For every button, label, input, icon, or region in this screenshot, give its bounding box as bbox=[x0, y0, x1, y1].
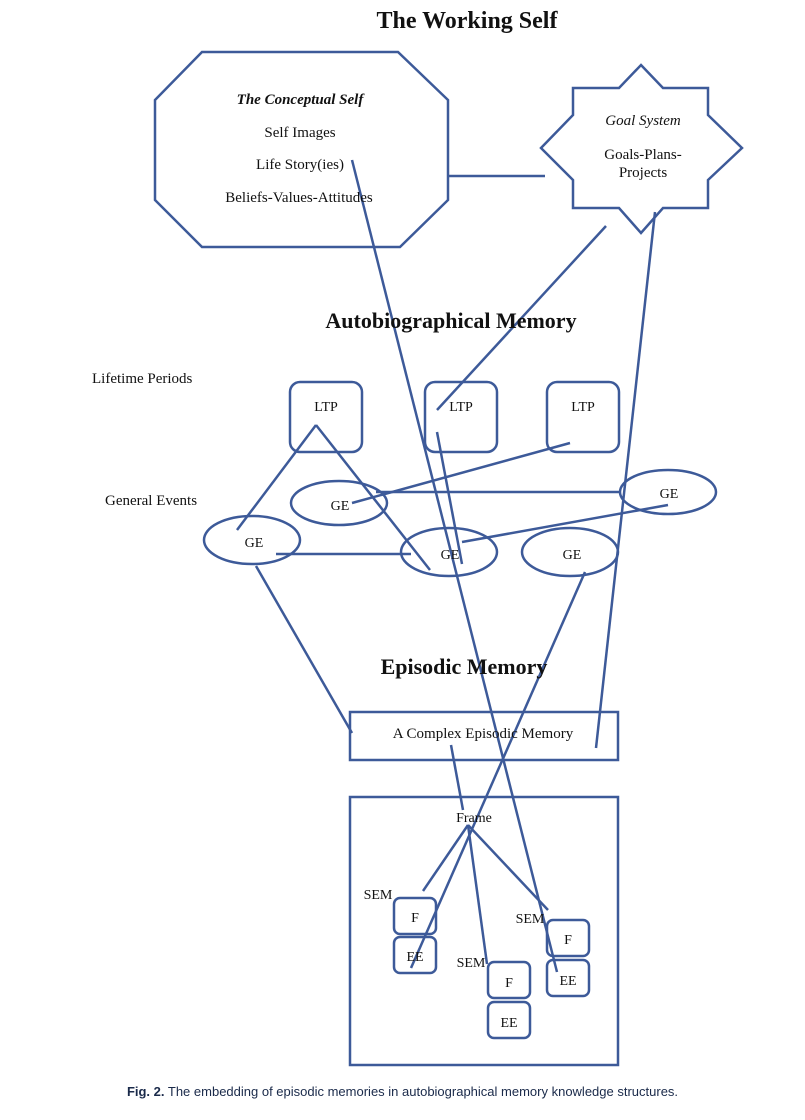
f-box-2 bbox=[545, 918, 591, 958]
link-frame-f2 bbox=[467, 824, 549, 911]
conceptual-self-line-3: Beliefs-Values-Attitudes bbox=[225, 190, 373, 206]
sem-label-2: SEM bbox=[516, 912, 545, 927]
conceptual-self-octagon bbox=[153, 50, 450, 249]
conceptual-self-title: The Conceptual Self bbox=[237, 92, 366, 108]
side-label-lifetime-periods: Lifetime Periods bbox=[92, 371, 193, 387]
goal-system-star bbox=[539, 63, 744, 235]
ee-box-2 bbox=[545, 958, 591, 998]
link-ge2-ge4 bbox=[461, 503, 669, 544]
ltp-label-1: LTP bbox=[314, 400, 338, 415]
ltp-label-2: LTP bbox=[449, 400, 473, 415]
ee-box-1 bbox=[392, 935, 438, 975]
goal-system-line-1: Goals-Plans- bbox=[604, 147, 682, 163]
link-frame-f3 bbox=[466, 824, 489, 965]
frame-label: Frame bbox=[456, 811, 492, 826]
ge-ellipse-4 bbox=[399, 526, 499, 578]
link-frame-f1 bbox=[421, 824, 470, 892]
figure-caption-text: The embedding of episodic memories in au… bbox=[167, 1084, 679, 1099]
conceptual-self-line-1: Self Images bbox=[264, 125, 335, 141]
ltp-box-1 bbox=[288, 380, 364, 454]
complex-memory-label: A Complex Episodic Memory bbox=[393, 726, 574, 742]
f-label-1: F bbox=[411, 911, 419, 926]
figure-label: Fig. 2. bbox=[126, 1084, 165, 1099]
ge-ellipse-3 bbox=[202, 514, 302, 566]
figure-caption: Fig. 2. The embedding of episodic memori… bbox=[0, 1084, 805, 1099]
ee-label-1: EE bbox=[406, 950, 423, 965]
ltp-box-3 bbox=[545, 380, 621, 454]
frame-box bbox=[348, 795, 620, 1067]
side-label-general-events: General Events bbox=[105, 493, 197, 509]
ltp-label-3: LTP bbox=[571, 400, 595, 415]
link-goal-complex bbox=[594, 211, 657, 749]
link-ge5-ee1 bbox=[409, 571, 587, 969]
ge-label-1: GE bbox=[331, 499, 350, 514]
f-label-3: F bbox=[505, 976, 513, 991]
ee-label-3: EE bbox=[500, 1016, 517, 1031]
sem-label-1: SEM bbox=[364, 888, 393, 903]
goal-system-line-2: Projects bbox=[619, 165, 667, 181]
heading-autobiographical: Autobiographical Memory bbox=[325, 308, 576, 333]
heading-episodic: Episodic Memory bbox=[381, 654, 548, 679]
goal-system-title: Goal System bbox=[605, 113, 681, 129]
ltp-box-2 bbox=[423, 380, 499, 454]
link-complex-frame bbox=[449, 744, 465, 811]
f-label-2: F bbox=[564, 933, 572, 948]
memory-diagram: The Working Self Autobiographical Memory… bbox=[92, 8, 744, 1067]
ge-label-3: GE bbox=[245, 536, 264, 551]
ge-label-5: GE bbox=[563, 548, 582, 563]
complex-memory-box bbox=[348, 710, 620, 762]
f-box-1 bbox=[392, 896, 438, 936]
conceptual-self-line-2: Life Story(ies) bbox=[256, 157, 344, 173]
f-box-3 bbox=[486, 960, 532, 1000]
ee-box-3 bbox=[486, 1000, 532, 1040]
link-ltp2-ge4 bbox=[435, 431, 464, 565]
sem-label-3: SEM bbox=[457, 956, 486, 971]
heading-working-self: The Working Self bbox=[377, 8, 559, 34]
link-goal-ltp2 bbox=[436, 225, 607, 411]
link-ge3-complex bbox=[254, 565, 354, 734]
ge-label-2: GE bbox=[660, 487, 679, 502]
ee-label-2: EE bbox=[559, 974, 576, 989]
ge-ellipse-1 bbox=[289, 479, 389, 527]
ge-label-4: GE bbox=[441, 548, 460, 563]
link-lifestory-ee bbox=[350, 159, 559, 973]
link-ltp1-ge3 bbox=[236, 424, 317, 531]
